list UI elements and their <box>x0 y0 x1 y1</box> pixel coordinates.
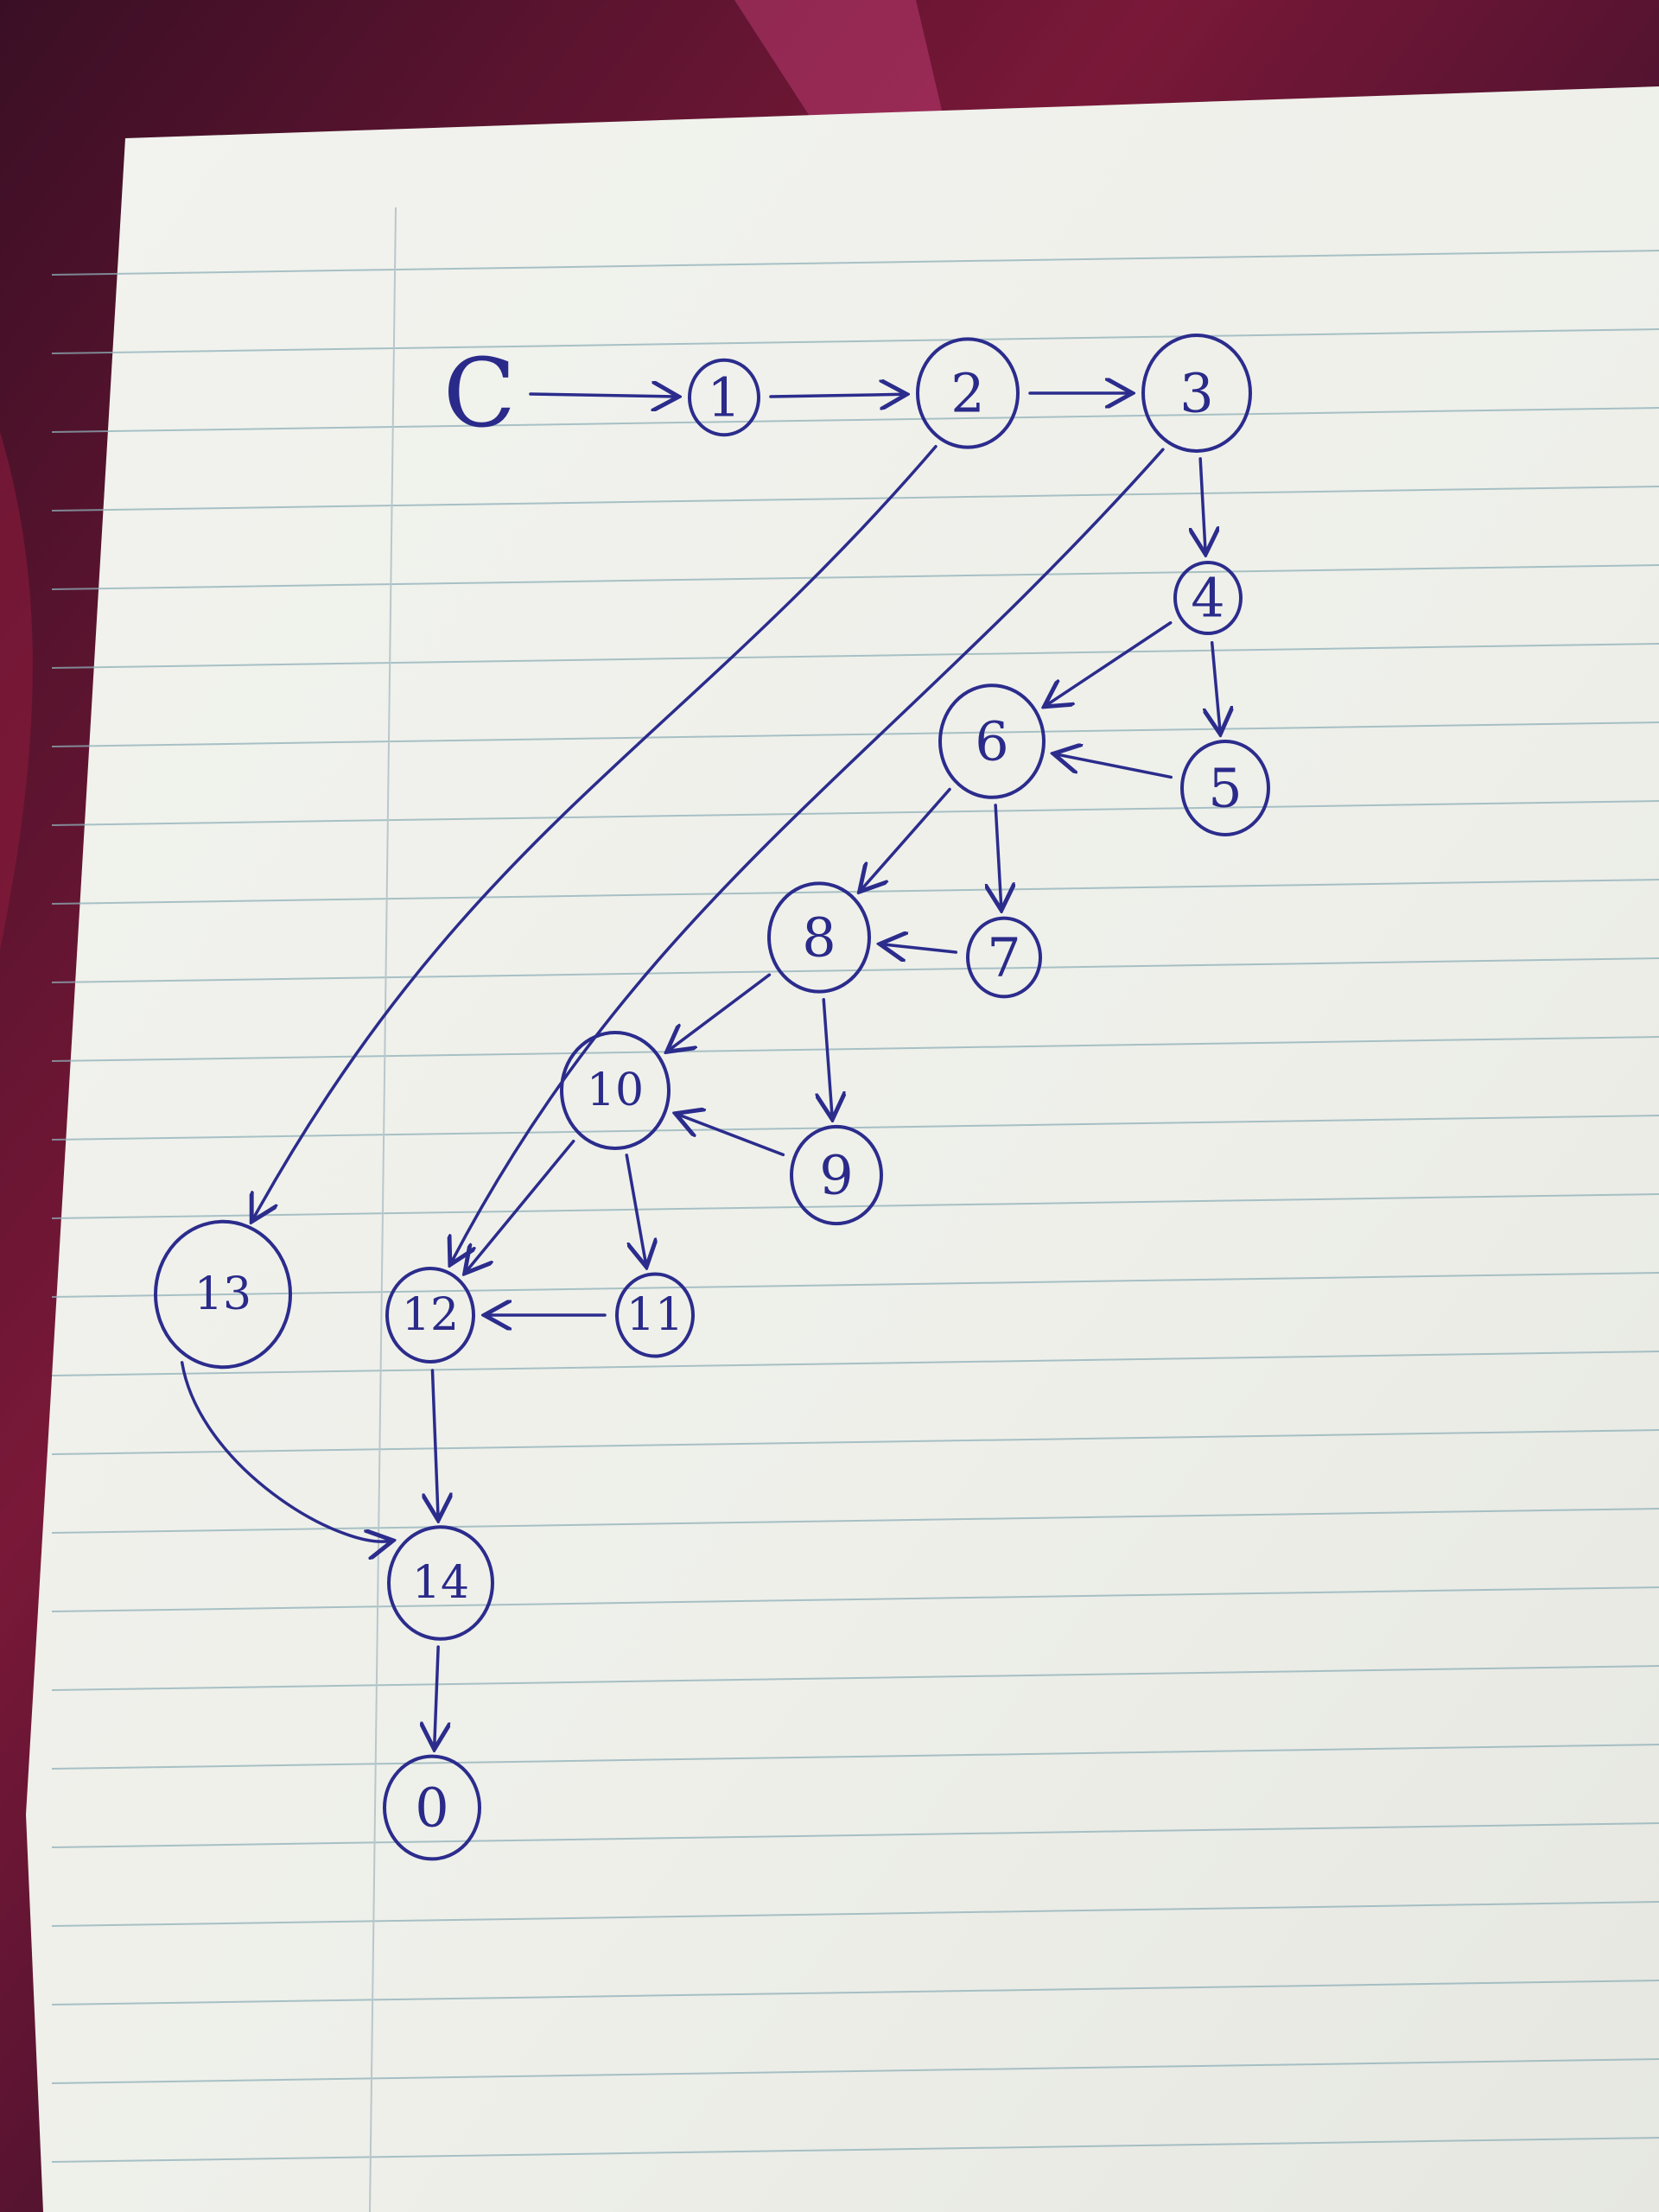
ruled-line <box>51 957 1659 983</box>
ruled-line <box>51 800 1659 826</box>
node-label-13: 13 <box>194 1268 251 1320</box>
node-label-0: 0 <box>415 1777 448 1840</box>
edge-6-to-8 <box>861 787 951 890</box>
edge-3-to-4 <box>1200 457 1205 551</box>
node-6: 6 <box>938 683 1046 799</box>
background-glow <box>734 0 950 147</box>
ruled-line <box>51 1036 1659 1062</box>
ruled-line <box>51 1901 1659 1927</box>
node-label-9: 9 <box>819 1144 853 1207</box>
ruled-line <box>51 1665 1659 1691</box>
ruled-line <box>51 2058 1659 2084</box>
node-0: 0 <box>383 1754 481 1861</box>
ruled-line <box>51 1193 1659 1219</box>
edge-1-to-2 <box>769 394 904 397</box>
node-label-10: 10 <box>587 1065 644 1116</box>
paper-sheet <box>26 86 1659 2212</box>
node-5: 5 <box>1180 740 1270 836</box>
ruled-line <box>51 643 1659 669</box>
edge-4-to-5 <box>1212 641 1220 731</box>
node-label-C: C <box>443 338 516 448</box>
node-4: 4 <box>1173 560 1243 636</box>
edge-5-to-6 <box>1057 754 1173 779</box>
node-11: 11 <box>615 1272 695 1358</box>
node-12: 12 <box>385 1267 475 1363</box>
node-circle <box>1173 560 1243 636</box>
edge-4-to-6 <box>1046 621 1173 705</box>
edge-10-to-12 <box>467 1139 575 1271</box>
node-label-8: 8 <box>802 906 836 969</box>
node-label-14: 14 <box>412 1557 469 1609</box>
ruled-lines <box>51 250 1659 2163</box>
node-label-5: 5 <box>1208 757 1242 820</box>
ruled-line <box>51 2137 1659 2163</box>
edge-7-to-8 <box>883 944 958 952</box>
ruled-line <box>51 879 1659 905</box>
node-7: 7 <box>966 916 1042 999</box>
node-circle <box>916 337 1020 449</box>
background-glow-2 <box>0 432 33 950</box>
ruled-line <box>51 1351 1659 1376</box>
node-1: 1 <box>688 358 760 437</box>
node-label-2: 2 <box>950 362 984 425</box>
node-label-11: 11 <box>626 1289 683 1341</box>
ruled-line <box>51 1822 1659 1848</box>
node-10: 10 <box>560 1031 671 1150</box>
node-label-4: 4 <box>1191 567 1224 630</box>
node-circle <box>387 1525 494 1641</box>
node-circle <box>1141 334 1252 453</box>
ruled-line <box>51 250 1659 276</box>
node-circle <box>966 916 1042 999</box>
node-3: 3 <box>1141 334 1252 453</box>
node-label-1: 1 <box>707 366 741 429</box>
ruled-line <box>51 328 1659 354</box>
edge-8-to-10 <box>669 973 772 1050</box>
ruled-line <box>51 1744 1659 1770</box>
node-circle <box>154 1219 292 1370</box>
edge-14-to-0 <box>435 1645 438 1746</box>
edge-3-to-12 <box>452 448 1165 1262</box>
edge-8-to-9 <box>823 998 832 1116</box>
node-circle <box>688 358 760 437</box>
node-circle <box>938 683 1046 799</box>
ruled-line <box>51 1429 1659 1455</box>
node-label-6: 6 <box>975 710 1008 773</box>
edge-C-to-1 <box>529 394 676 397</box>
node-14: 14 <box>387 1525 494 1641</box>
node-label-12: 12 <box>402 1289 459 1341</box>
node-2: 2 <box>916 337 1020 449</box>
margin-line <box>369 207 397 2212</box>
node-13: 13 <box>154 1219 292 1370</box>
edge-13-to-14 <box>180 1361 391 1541</box>
node-8: 8 <box>767 881 871 994</box>
node-C: C <box>443 338 516 448</box>
ruled-line <box>51 407 1659 433</box>
node-circle <box>1180 740 1270 836</box>
graph-edges <box>180 393 1220 1746</box>
node-circle <box>615 1272 695 1358</box>
ruled-line <box>51 564 1659 590</box>
node-circle <box>385 1267 475 1363</box>
edge-12-to-14 <box>432 1369 438 1517</box>
node-label-3: 3 <box>1179 362 1213 425</box>
edge-9-to-10 <box>678 1115 785 1157</box>
ruled-line <box>51 486 1659 512</box>
node-label-7: 7 <box>987 926 1020 989</box>
ruled-line <box>51 1115 1659 1141</box>
node-9: 9 <box>790 1124 883 1226</box>
ruled-line <box>51 721 1659 747</box>
ruled-line <box>51 1508 1659 1534</box>
node-circle <box>790 1124 883 1226</box>
node-circle <box>560 1031 671 1150</box>
node-circle <box>767 881 871 994</box>
ruled-line <box>51 1586 1659 1612</box>
edge-6-to-7 <box>995 804 1001 907</box>
ruled-line <box>51 1272 1659 1298</box>
edge-10-to-11 <box>625 1154 645 1264</box>
node-circle <box>383 1754 481 1861</box>
ruled-line <box>51 1980 1659 2005</box>
edge-2-to-13 <box>253 444 938 1219</box>
